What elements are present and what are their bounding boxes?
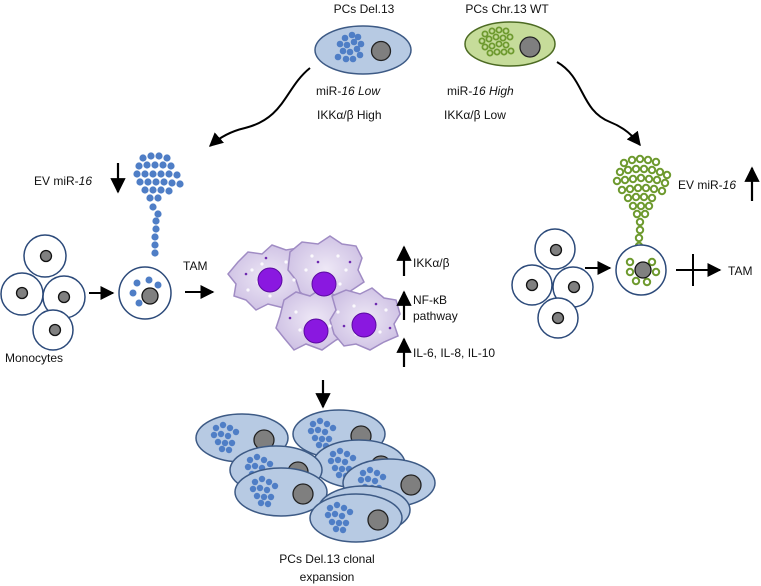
- left-mir16-text: miR-16 Low: [316, 84, 381, 98]
- left-cell-label: PCs Del.13: [334, 2, 395, 16]
- right-cell-label: PCs Chr.13 WT: [465, 2, 549, 16]
- curved-arrow-right: [556, 61, 641, 147]
- clonal-expansion-cells: [195, 409, 436, 543]
- left-ev-cluster: [133, 152, 184, 257]
- pc-del13-cell: [314, 25, 412, 75]
- right-ev-label: EV miR-16: [678, 178, 736, 192]
- expansion-cell: [309, 493, 403, 543]
- right-ev-cluster: [612, 154, 672, 251]
- mir16-high-dots: [478, 26, 515, 57]
- expansion-label-line2: expansion: [300, 570, 355, 584]
- right-mir16-text: miR-16 High: [447, 84, 514, 98]
- monocyte-uptake-cell: [118, 266, 172, 320]
- macrophage-granules: [244, 256, 392, 330]
- curved-arrow-left: [208, 67, 311, 147]
- effect-pathway-label: pathway: [413, 309, 458, 323]
- expansion-cell: [234, 467, 328, 517]
- expansion-label-line1: PCs Del.13 clonal: [279, 552, 374, 566]
- effect-nfkb-label: NF-κB: [413, 293, 447, 307]
- monocyte-group: [0, 234, 86, 351]
- left-ikk-text: IKKα/β High: [317, 108, 382, 122]
- left-ev-label: EV miR-16: [34, 174, 92, 188]
- effect-cytokines-label: IL-6, IL-8, IL-10: [413, 346, 495, 360]
- left-tam-label: TAM: [183, 259, 207, 273]
- macrophage-nuclei: [257, 267, 377, 344]
- macrophage-vacuoles: [246, 254, 388, 336]
- monocytes-label: Monocytes: [5, 351, 63, 365]
- right-monocyte-group: [511, 228, 594, 339]
- right-ikk-text: IKKα/β Low: [444, 108, 506, 122]
- effect-ikk-label: IKKα/β: [413, 256, 450, 270]
- pc-chr13-wt-cell: [464, 21, 556, 67]
- right-tam-label: TAM: [728, 264, 752, 278]
- mir16-low-dots: [334, 31, 365, 63]
- right-uptake-cell: [615, 244, 667, 296]
